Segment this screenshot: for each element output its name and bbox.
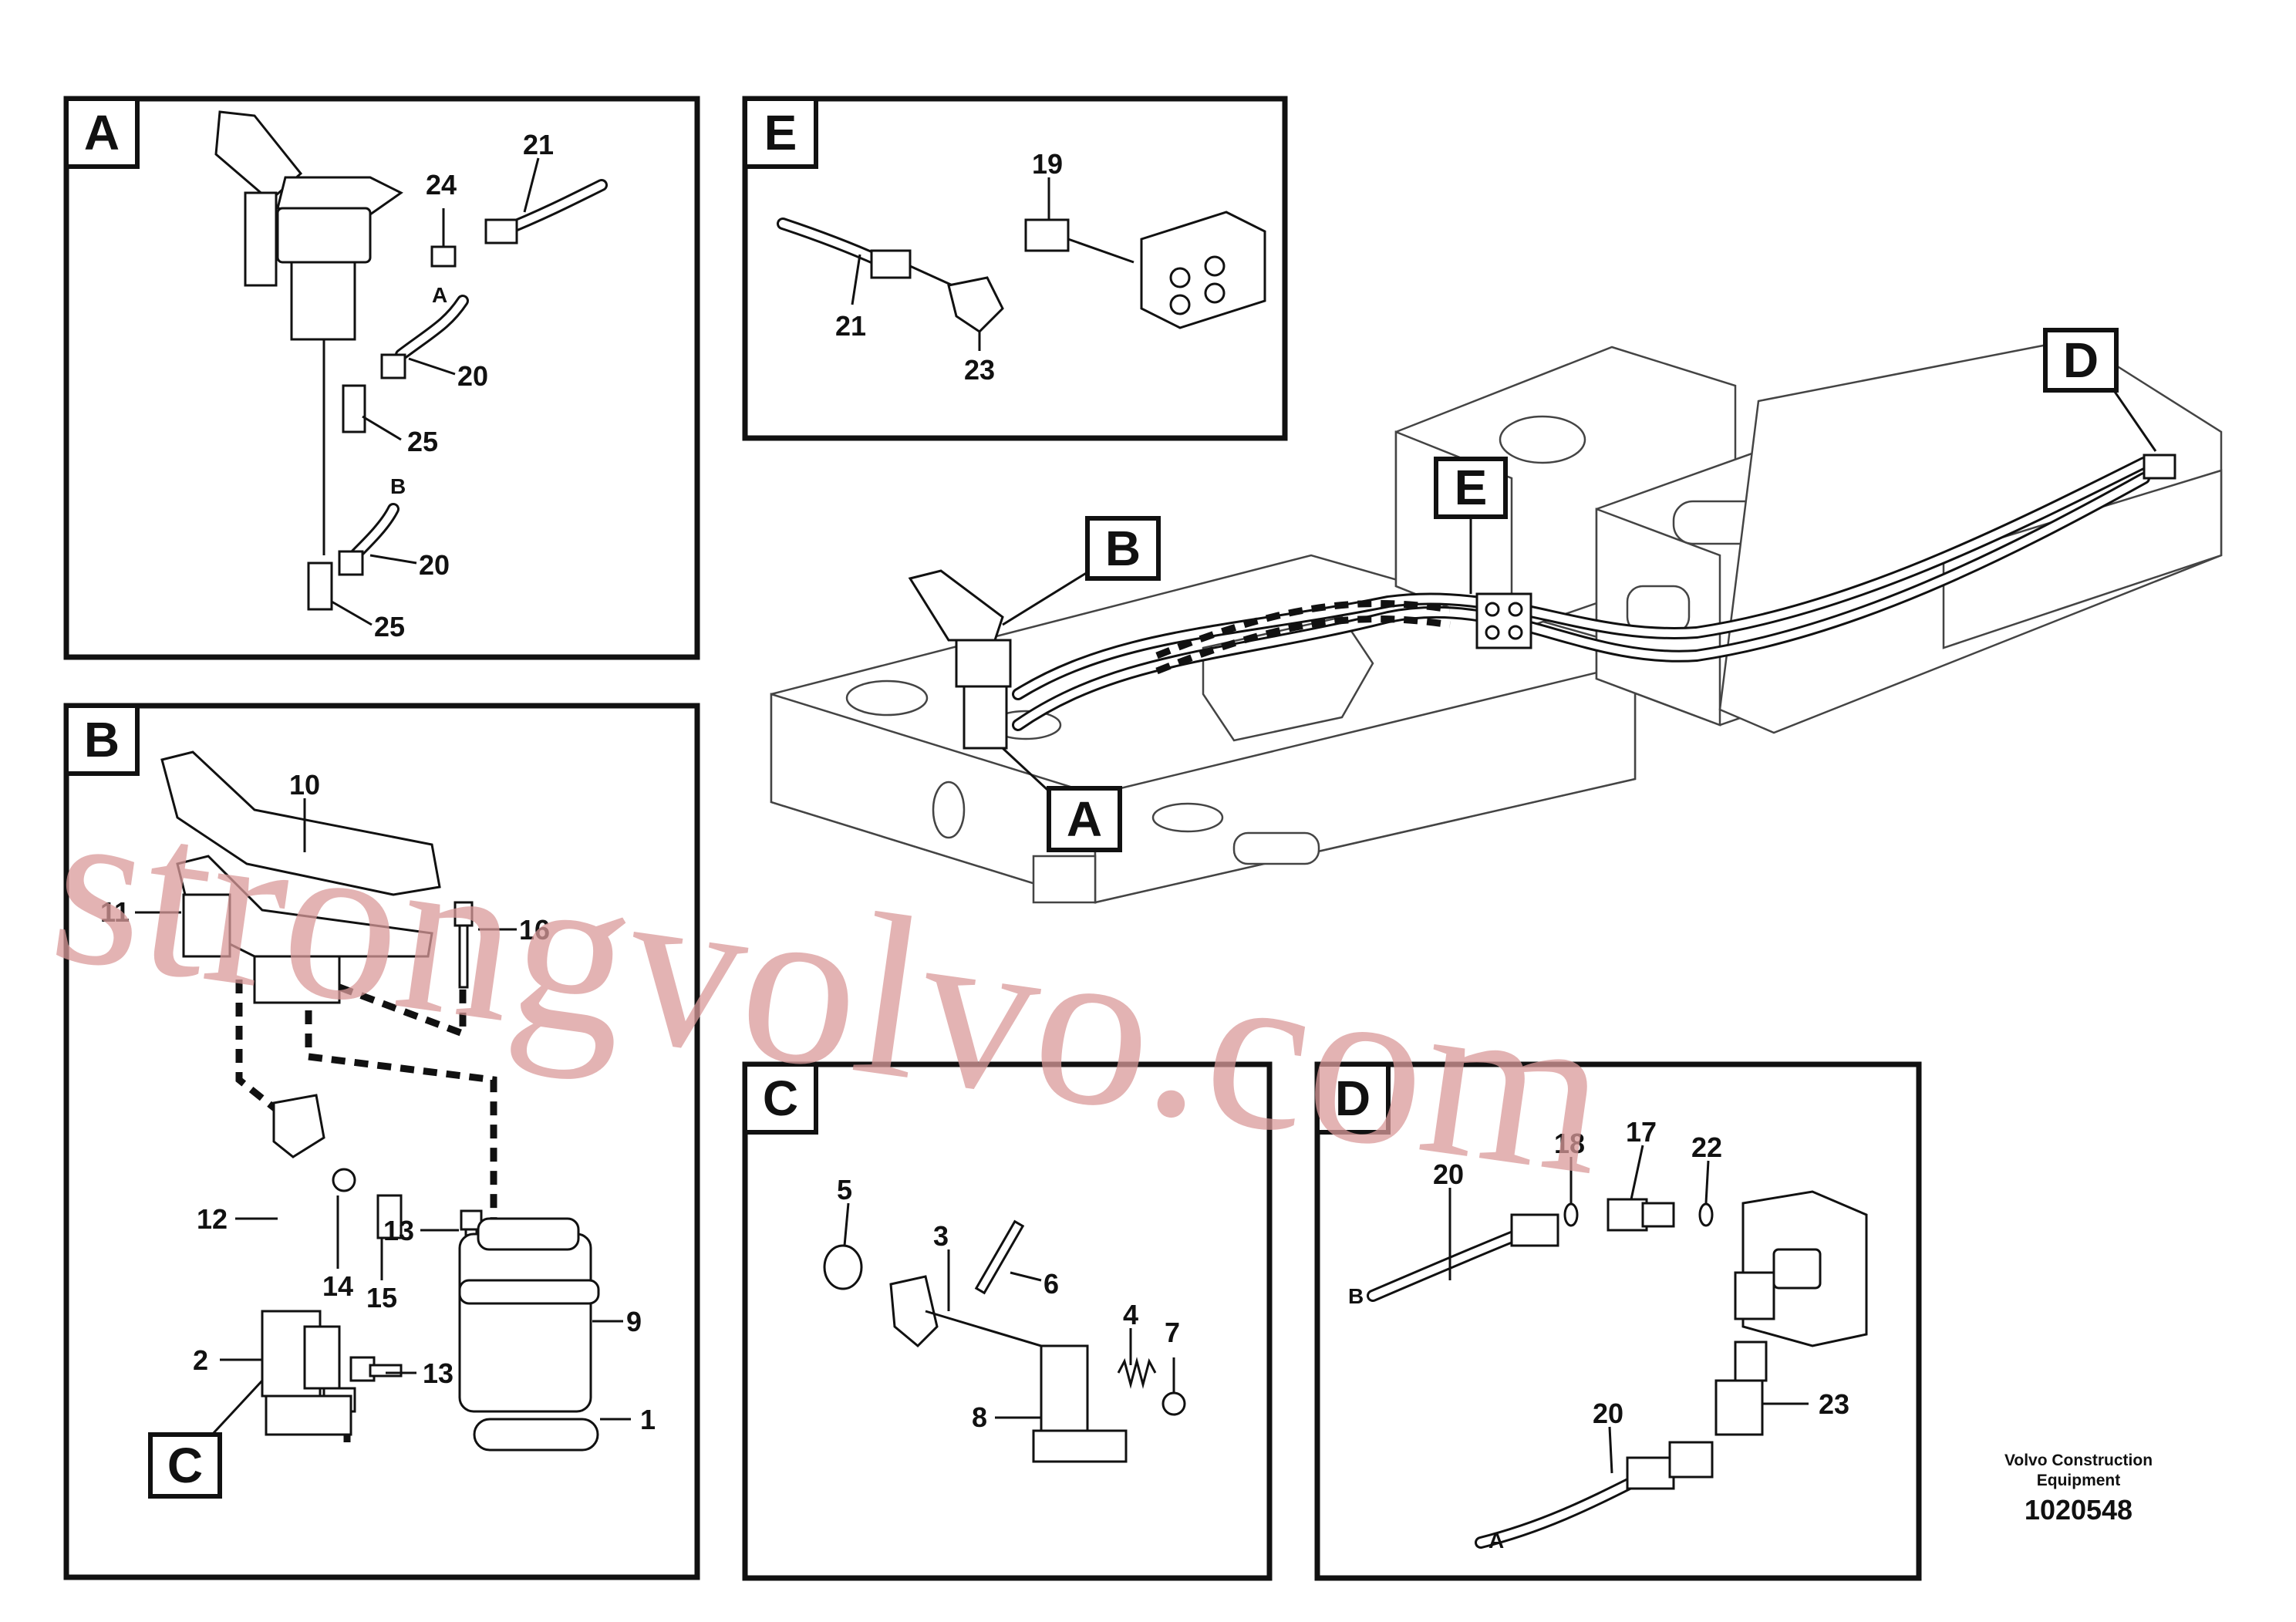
panel-e: E 19 21 23	[742, 96, 1288, 441]
panel-a: A 21 24 20 25 20 25 A	[63, 96, 700, 660]
callout-6: 6	[1043, 1268, 1059, 1300]
callout-25: 25	[374, 611, 405, 642]
svg-text:B: B	[1105, 521, 1141, 576]
callout-21: 21	[523, 129, 554, 160]
callout-22: 22	[1691, 1131, 1722, 1163]
svg-text:D: D	[2063, 332, 2099, 388]
port-label-a: A	[1489, 1529, 1504, 1553]
panel-a-tag: A	[64, 96, 140, 169]
overview-tag-b[interactable]: B	[1002, 516, 1161, 626]
panel-c: C 5 3 6 4 7 8	[742, 1061, 1273, 1581]
panel-e-tag: E	[743, 96, 818, 169]
callout-20: 20	[457, 360, 488, 392]
document-number: 1020548	[2025, 1494, 2132, 1526]
callout-18: 18	[1554, 1128, 1585, 1159]
callout-15: 15	[366, 1282, 397, 1313]
callout-11: 11	[100, 896, 130, 928]
panel-b-tag: B	[64, 703, 140, 776]
callout-20: 20	[419, 549, 450, 581]
svg-text:A: A	[84, 105, 120, 160]
callout-23: 23	[964, 354, 995, 386]
port-label-b: B	[1348, 1284, 1364, 1308]
port-label-a: A	[432, 283, 447, 307]
company-line-2: Equipment	[2037, 1472, 2121, 1489]
port-label-b: B	[390, 474, 406, 498]
overview-drawing	[770, 338, 2223, 904]
svg-text:E: E	[764, 105, 797, 160]
panel-b-subtag-c[interactable]: C	[148, 1379, 264, 1499]
svg-text:D: D	[1335, 1071, 1371, 1126]
callout-19: 19	[1032, 148, 1063, 180]
callout-16: 16	[519, 914, 550, 946]
callout-8: 8	[972, 1401, 987, 1433]
callout-4: 4	[1123, 1299, 1138, 1330]
panel-d-tag: D	[1315, 1062, 1391, 1135]
panel-b: B 10 11	[63, 703, 700, 1580]
callout-12: 12	[197, 1203, 228, 1235]
callout-9: 9	[626, 1306, 642, 1337]
svg-text:E: E	[1455, 460, 1488, 515]
overview-tag-a[interactable]: A	[1001, 747, 1122, 852]
overview-tag-d[interactable]: D	[2043, 328, 2157, 452]
callout-7: 7	[1165, 1317, 1180, 1348]
callout-1: 1	[640, 1404, 656, 1435]
svg-text:C: C	[763, 1071, 798, 1126]
callout-10: 10	[289, 769, 320, 801]
callout-13: 13	[423, 1357, 453, 1389]
callout-23: 23	[1819, 1388, 1849, 1420]
callout-14: 14	[322, 1270, 353, 1302]
callout-2: 2	[193, 1344, 208, 1376]
callout-3: 3	[933, 1220, 949, 1252]
panel-d: D 20 18 17 22 20 23 B A	[1314, 1061, 1922, 1581]
callout-25: 25	[407, 426, 438, 457]
panel-c-tag: C	[743, 1062, 818, 1135]
footer: Volvo Construction Equipment 1020548	[2004, 1452, 2153, 1526]
callout-20: 20	[1433, 1158, 1464, 1190]
company-line-1: Volvo Construction	[2004, 1452, 2153, 1469]
callout-5: 5	[837, 1174, 852, 1206]
callout-13: 13	[383, 1215, 414, 1246]
svg-text:B: B	[84, 712, 120, 767]
overview-tag-e[interactable]: E	[1434, 457, 1508, 594]
callout-24: 24	[426, 169, 457, 201]
callout-20: 20	[1593, 1398, 1623, 1429]
svg-text:C: C	[167, 1438, 203, 1493]
callout-21: 21	[835, 310, 866, 342]
svg-text:A: A	[1067, 791, 1102, 847]
callout-17: 17	[1626, 1116, 1657, 1148]
